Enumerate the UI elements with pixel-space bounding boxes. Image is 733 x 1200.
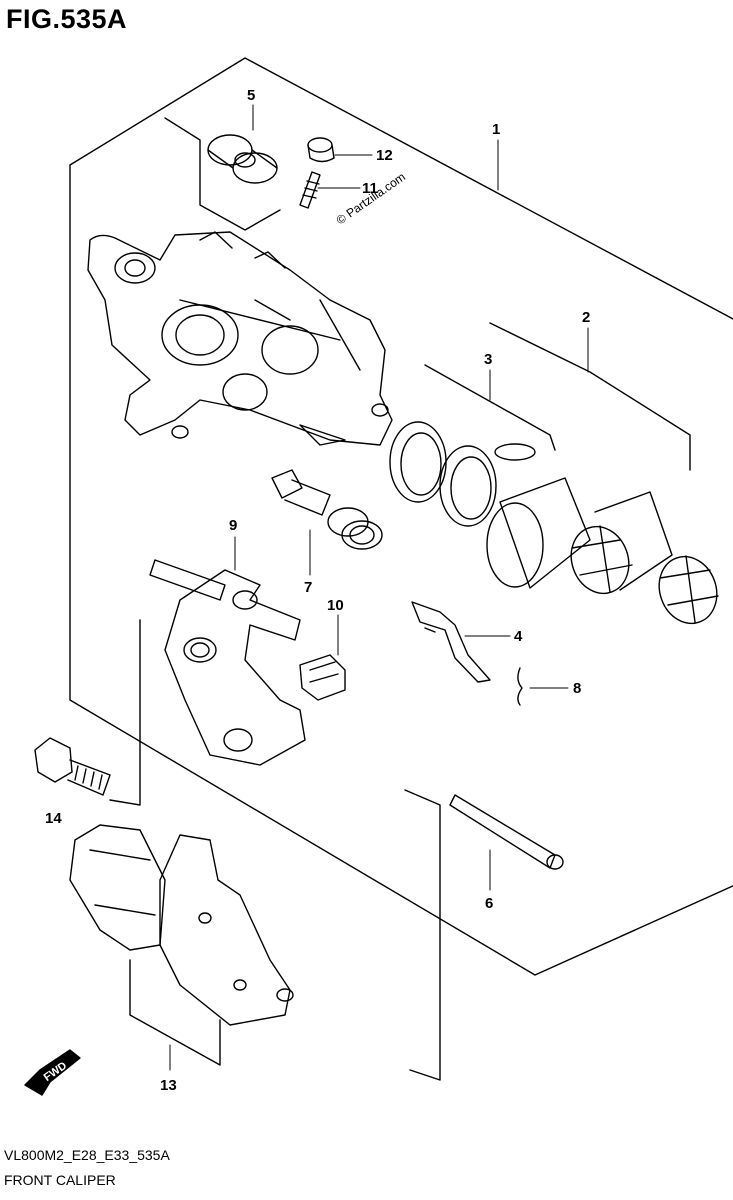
callout-8: 8 (573, 680, 581, 697)
callout-14: 14 (45, 810, 62, 827)
callout-11: 11 (362, 180, 378, 197)
callout-9: 9 (229, 517, 237, 534)
caliper-body (87, 231, 393, 446)
watermark-text: © Partzilla.com (334, 170, 408, 228)
part-9-bracket (149, 559, 306, 766)
figure-name: FRONT CALIPER (4, 1172, 116, 1188)
part-7-slide-pin (271, 469, 383, 550)
callout-4: 4 (514, 628, 523, 645)
part-12-cap (307, 137, 335, 163)
part-11-bleeder (299, 171, 321, 209)
callout-10: 10 (327, 597, 344, 614)
callout-12: 12 (376, 147, 393, 164)
figure-code: VL800M2_E28_E33_535A (4, 1147, 170, 1163)
part-5-boot (207, 134, 278, 184)
callout-2: 2 (582, 309, 590, 326)
assembly-outline (69, 57, 733, 1081)
part-13-pads (69, 824, 294, 1026)
callout-3: 3 (484, 351, 492, 368)
part-14-bolt (34, 737, 111, 796)
callout-13: 13 (160, 1077, 177, 1094)
leader-lines (169, 104, 589, 1071)
part-8-clip (517, 667, 523, 706)
part-10-clip (299, 654, 346, 701)
callout-7: 7 (304, 579, 312, 596)
fwd-arrow-icon: FWD (24, 1049, 81, 1096)
part-6-pad-pin (449, 794, 564, 870)
part-3-seals (389, 421, 536, 527)
part-4-spring (411, 601, 491, 683)
callout-numbers: 1 2 3 4 5 6 7 8 9 10 11 12 13 14 (45, 87, 590, 1094)
part-2-pistons (486, 477, 719, 625)
callout-5: 5 (247, 87, 255, 104)
figure-title: FIG.535A (6, 4, 128, 34)
callout-6: 6 (485, 895, 493, 912)
callout-1: 1 (492, 121, 500, 138)
